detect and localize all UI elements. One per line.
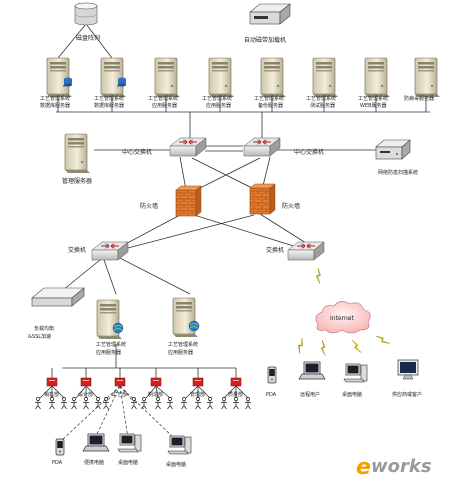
internet-cloud	[315, 301, 371, 334]
db-server-1-label-2: 数据库服务器	[40, 102, 70, 109]
disk-array-label: 磁盘阵列	[76, 34, 100, 42]
core-switch-left	[169, 137, 207, 157]
dept-sales-label: 销售部	[44, 391, 59, 398]
lan-desktop-1	[117, 433, 142, 453]
dept-manufacturing-label: 制造部	[148, 391, 163, 398]
disk-array	[74, 2, 98, 26]
db-server-1	[46, 57, 73, 98]
eworks-watermark: e works	[356, 455, 432, 480]
mgmt-server-label: 管理服务器	[62, 177, 92, 185]
backup-server-label-2: 备份服务器	[258, 102, 283, 109]
lan-pda	[55, 438, 65, 456]
backup-server	[260, 57, 287, 98]
firewall-left	[175, 185, 202, 217]
tape-library-label: 自动磁带加载机	[244, 36, 286, 44]
db-server-2-label-2: 数据库服务器	[94, 102, 124, 109]
tape-library	[249, 3, 291, 25]
app-server-1	[154, 57, 181, 98]
internet-label: Internet	[330, 315, 354, 322]
web-server-label-2: WEB服务器	[360, 102, 387, 109]
remote-partner-label: 供应商或客户	[392, 391, 422, 398]
load-balancer	[31, 287, 85, 307]
hub-sales	[46, 377, 58, 387]
remote-desktop	[343, 363, 368, 383]
dept-design-label: 设计部	[78, 391, 93, 398]
web-server	[364, 57, 391, 98]
test-server	[312, 57, 339, 98]
firewall-left-label: 防火墙	[140, 202, 158, 210]
core-switch-right-label: 中心交换机	[294, 148, 324, 156]
core-switch-left-label: 中心交换机	[122, 148, 152, 156]
firewall-right	[249, 183, 276, 215]
lan-pda-label: PDA	[52, 460, 63, 466]
branch-app-server-2-label-2: 应用服务器	[168, 349, 193, 356]
app-server-2-label-2: 应用服务器	[206, 102, 231, 109]
db-server-1-label-1: 工艺管理系统	[40, 95, 70, 102]
antivirus-server-label: 防病毒服务器	[404, 95, 434, 102]
remote-desktop-label: 桌面电脑	[342, 391, 362, 398]
switch-right-label: 交换机	[266, 246, 284, 254]
branch-app-server-2	[172, 297, 200, 338]
lightning-switch-internet	[313, 267, 325, 284]
web-server-label-1: 工艺管理系统	[358, 95, 388, 102]
test-server-label-1: 工艺管理系统	[306, 95, 336, 102]
switch-left-label: 交换机	[68, 246, 86, 254]
test-server-label-2: 测试服务器	[310, 102, 335, 109]
lan-desktop-2-label: 桌面电脑	[166, 461, 186, 468]
wireless-links	[61, 385, 177, 441]
backup-server-label-1: 工艺管理系统	[254, 95, 284, 102]
hub-manufacturing	[150, 377, 162, 387]
mgmt-server	[64, 133, 91, 174]
load-balancer-label-2: &SSL加速	[28, 333, 51, 340]
remote-laptop-label: 远程用户	[300, 391, 320, 398]
watermark-works: works	[371, 456, 432, 477]
app-server-1-label-2: 应用服务器	[152, 102, 177, 109]
db-server-2	[100, 57, 127, 98]
dept-quality-label: 质量部	[228, 391, 243, 398]
branch-app-server-1-label-2: 应用服务器	[96, 349, 121, 356]
branch-app-server-2-label-1: 工艺管理系统	[168, 341, 198, 348]
lan-desktop-2	[167, 435, 192, 455]
scanner-label: 网络防患扫描系统	[378, 169, 418, 176]
antivirus-server	[414, 57, 441, 98]
lan-laptop	[82, 433, 110, 452]
connection-lines	[39, 23, 430, 399]
hub-management	[192, 377, 204, 387]
load-balancer-label-1: 负载均衡	[34, 325, 54, 332]
core-switch-right	[243, 137, 281, 157]
firewall-right-label: 防火墙	[282, 202, 300, 210]
switch-right	[287, 241, 325, 261]
hub-quality	[230, 377, 242, 387]
db-server-2-label-1: 工艺管理系统	[94, 95, 124, 102]
remote-pda	[267, 366, 277, 384]
app-server-1-label-1: 工艺管理系统	[148, 95, 178, 102]
branch-app-server-1	[96, 299, 124, 340]
branch-app-server-1-label-1: 工艺管理系统	[96, 341, 126, 348]
hub-process	[114, 377, 126, 387]
app-server-2-label-1: 工艺管理系统	[202, 95, 232, 102]
hub-design	[80, 377, 92, 387]
switch-left	[91, 241, 129, 261]
remote-pda-label: PDA	[266, 392, 277, 398]
staff-icons	[34, 397, 252, 410]
dept-process-label: 工艺部	[112, 391, 127, 398]
remote-laptop	[298, 361, 326, 380]
dept-management-label: 管理部	[190, 391, 205, 398]
lan-desktop-1-label: 桌面电脑	[118, 459, 138, 466]
lan-laptop-label: 便携电脑	[84, 459, 104, 466]
app-server-2	[208, 57, 235, 98]
lightning-internet-devices	[293, 331, 390, 356]
remote-partner-monitor	[397, 359, 419, 380]
watermark-e: e	[356, 455, 371, 480]
scanner-appliance	[375, 139, 411, 160]
